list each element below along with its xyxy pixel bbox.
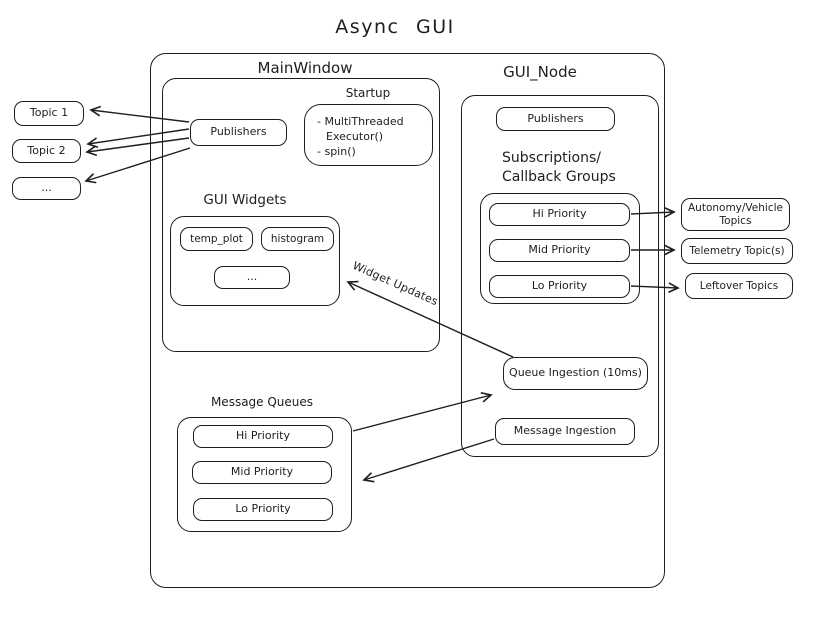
queue-hi-priority-box: Hi Priority: [193, 425, 333, 448]
autonomy-vehicle-topics-box: Autonomy/Vehicle Topics: [681, 198, 790, 231]
startup-label: Startup: [345, 86, 391, 100]
mainwindow-box: [162, 78, 440, 352]
telemetry-topics-box: Telemetry Topic(s): [681, 238, 793, 264]
startup-line-1: - MultiThreaded: [317, 115, 404, 128]
startup-box: - MultiThreaded Executor() - spin(): [304, 104, 433, 166]
gui-widgets-box: [170, 216, 340, 306]
startup-line-3: - spin(): [317, 145, 356, 158]
temp-plot-widget-box: temp_plot: [180, 227, 253, 251]
subscription-mid-priority-box: Mid Priority: [489, 239, 630, 262]
subscriptions-label-line-1: Subscriptions/: [502, 150, 601, 166]
message-queues-box: [177, 417, 352, 532]
message-queues-label: Message Queues: [210, 395, 314, 409]
topic-2-box: Topic 2: [12, 139, 81, 163]
widget-ellipsis-box: ...: [214, 266, 290, 289]
message-ingestion-box: Message Ingestion: [495, 418, 635, 445]
queue-ingestion-box: Queue Ingestion (10ms): [503, 357, 648, 390]
startup-line-2: Executor(): [326, 130, 384, 143]
topic-1-box: Topic 1: [14, 101, 84, 126]
diagram-title: Async GUI: [335, 16, 455, 38]
gui-widgets-label: GUI Widgets: [203, 192, 287, 208]
subscriptions-label-line-2: Callback Groups: [502, 169, 616, 185]
callback-groups-box: [480, 193, 640, 304]
outer-container-box: [150, 53, 665, 588]
subscriptions-callback-groups-label: Subscriptions/ Callback Groups: [502, 149, 652, 187]
gui-node-label: GUI_Node: [503, 63, 577, 81]
mainwindow-publishers-box: Publishers: [190, 119, 287, 146]
topic-ellipsis-box: ...: [12, 177, 81, 200]
queue-mid-priority-box: Mid Priority: [192, 461, 332, 484]
subscription-hi-priority-box: Hi Priority: [489, 203, 630, 226]
leftover-topics-box: Leftover Topics: [685, 273, 793, 299]
histogram-widget-box: histogram: [261, 227, 334, 251]
mainwindow-label: MainWindow: [257, 59, 353, 77]
gui-node-publishers-box: Publishers: [496, 107, 615, 131]
gui-node-box: [461, 95, 659, 457]
queue-lo-priority-box: Lo Priority: [193, 498, 333, 521]
subscription-lo-priority-box: Lo Priority: [489, 275, 630, 298]
